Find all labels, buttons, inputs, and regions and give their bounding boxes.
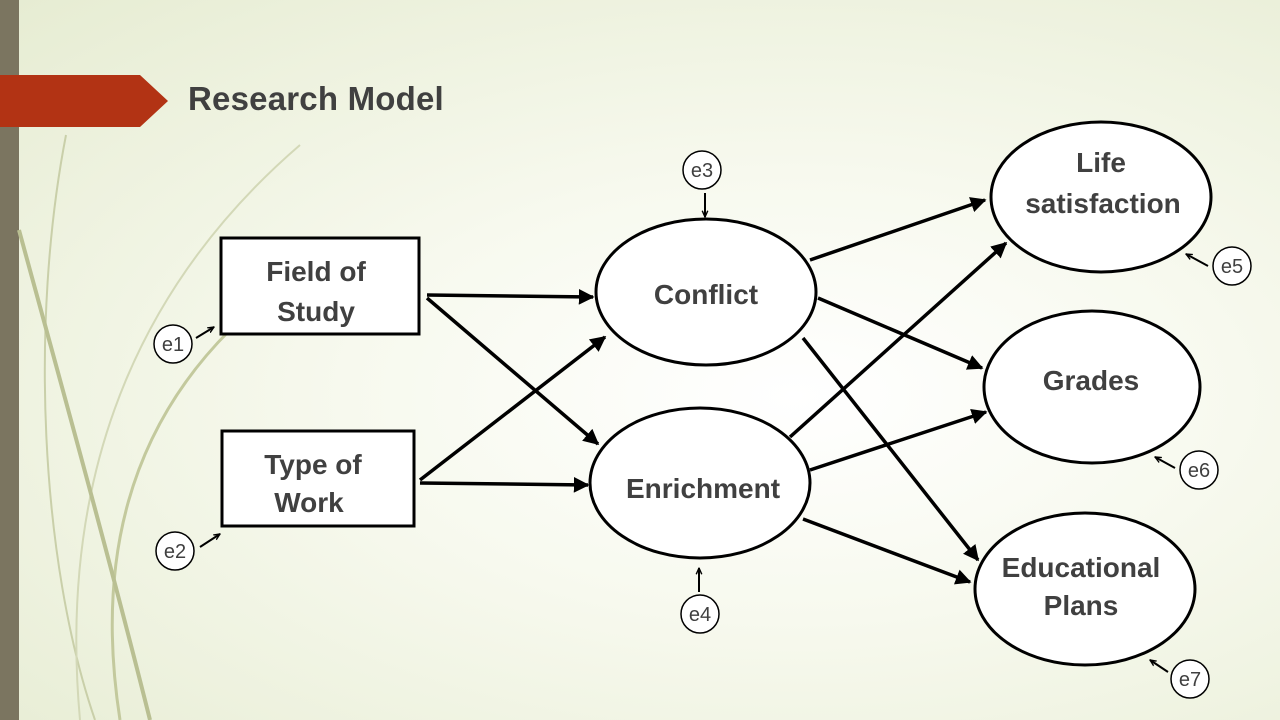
error-e2: e2: [155, 531, 220, 571]
educational-plans-label-line1: Educational: [1002, 552, 1161, 583]
edge-enrichment-educational: [802, 517, 972, 585]
node-grades: Grades: [982, 309, 1202, 465]
e1-label: e1: [162, 334, 184, 356]
error-e4: e4: [680, 568, 720, 634]
edge-enrichment-life: [788, 241, 1008, 439]
node-conflict: Conflict: [594, 217, 818, 367]
type-of-work-label-line1: Type of: [264, 449, 362, 480]
error-e7: e7: [1150, 660, 1210, 699]
e6-label: e6: [1188, 460, 1210, 482]
edge-work-conflict: [418, 335, 607, 482]
error-e1: e1: [153, 324, 214, 364]
life-satisfaction-label-line2: satisfaction: [1025, 188, 1181, 219]
edge-conflict-grades: [817, 296, 984, 370]
e3-label: e3: [691, 160, 713, 182]
title-arrow-shape: [0, 75, 168, 127]
educational-plans-label-line2: Plans: [1044, 590, 1119, 621]
node-life-satisfaction: Life satisfaction: [989, 120, 1213, 274]
life-satisfaction-label-line1: Life: [1076, 147, 1126, 178]
e5-label: e5: [1221, 256, 1243, 278]
enrichment-label: Enrichment: [626, 473, 780, 504]
edge-field-conflict: [426, 288, 595, 305]
field-of-study-label-line2: Study: [277, 296, 355, 327]
edge-conflict-educational: [801, 336, 980, 562]
type-of-work-label-line2: Work: [274, 487, 344, 518]
e7-label: e7: [1179, 669, 1201, 691]
node-field-of-study: Field of Study: [219, 236, 421, 336]
node-type-of-work: Type of Work: [220, 429, 416, 528]
edge-conflict-life: [809, 197, 987, 262]
error-e5: e5: [1186, 246, 1252, 286]
e2-label: e2: [164, 541, 186, 563]
edge-enrichment-grades: [809, 408, 988, 472]
node-enrichment: Enrichment: [588, 406, 812, 560]
path-edges: [418, 197, 1008, 585]
conflict-label: Conflict: [654, 279, 758, 310]
slide-title: Research Model: [188, 80, 444, 117]
edge-work-enrichment: [419, 476, 590, 493]
edge-field-enrichment: [425, 296, 600, 446]
background-curves: [17, 134, 301, 720]
grades-label: Grades: [1043, 365, 1140, 396]
error-e3: e3: [682, 150, 722, 217]
left-decorative-bar: [0, 0, 19, 720]
node-educational-plans: Educational Plans: [973, 511, 1197, 667]
field-of-study-label-line1: Field of: [266, 256, 366, 287]
error-e6: e6: [1155, 450, 1219, 490]
e4-label: e4: [689, 604, 711, 626]
